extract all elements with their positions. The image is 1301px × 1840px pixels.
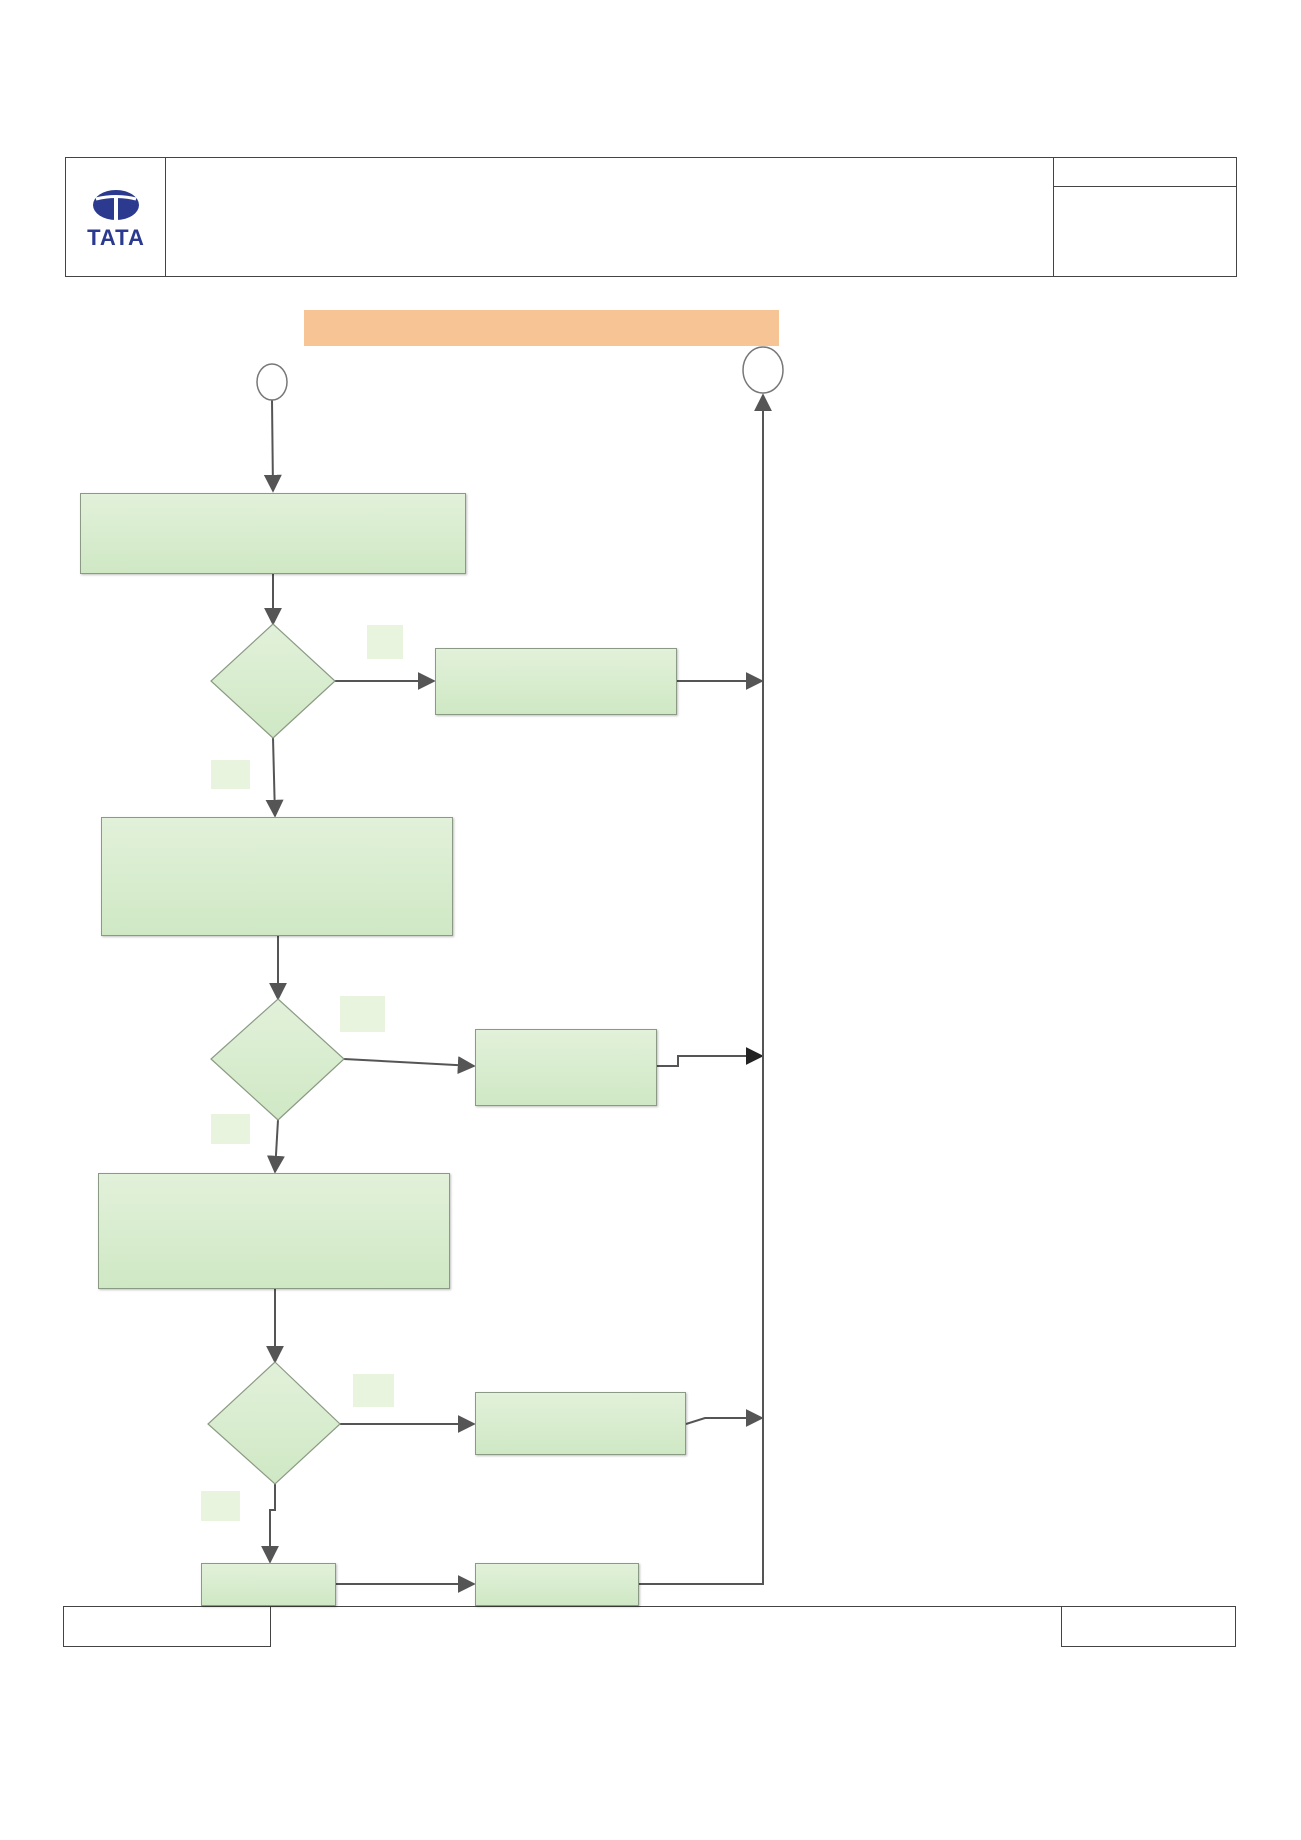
decision-diamond-1 xyxy=(210,623,336,739)
footer-line xyxy=(270,1606,1062,1607)
arrow-decision2-to-side2 xyxy=(343,1056,476,1075)
arrow-side3-to-spine xyxy=(685,1409,764,1427)
decision-diamond-2 xyxy=(210,998,345,1121)
tata-logo-icon xyxy=(93,190,139,220)
arrow-final2-to-end xyxy=(639,393,772,1585)
footer-left-cell xyxy=(63,1606,271,1647)
branch-tag-decision3-right xyxy=(353,1374,394,1407)
branch-tag-decision1-down xyxy=(211,760,250,789)
start-terminal xyxy=(256,363,288,401)
branch-tag-decision3-down xyxy=(201,1491,240,1521)
arrow-decision3-to-final1 xyxy=(261,1484,279,1564)
arrow-side2-to-spine xyxy=(656,1047,764,1067)
title-banner xyxy=(304,310,779,346)
header-meta-cell-top xyxy=(1054,158,1236,187)
process-box-3 xyxy=(98,1173,450,1289)
header-frame: TATA xyxy=(65,157,1237,277)
logo-wordmark: TATA xyxy=(87,225,145,250)
process-box-1 xyxy=(80,493,466,574)
header-logo-cell: TATA xyxy=(66,158,166,276)
branch-tag-decision1-right xyxy=(367,625,403,659)
end-terminal xyxy=(742,346,784,394)
header-title-cell xyxy=(166,158,1054,276)
side-process-box-2 xyxy=(475,1029,657,1106)
side-process-box-3 xyxy=(475,1392,686,1455)
final-process-box-1 xyxy=(201,1563,336,1606)
final-process-box-2 xyxy=(475,1563,639,1606)
decision-diamond-3 xyxy=(207,1361,341,1485)
process-box-2 xyxy=(101,817,453,936)
footer-right-cell xyxy=(1061,1606,1236,1647)
arrow-decision1-to-process2 xyxy=(265,737,284,818)
branch-tag-decision2-down xyxy=(211,1114,250,1144)
arrow-start-to-process1 xyxy=(263,399,282,493)
branch-tag-decision2-right xyxy=(340,996,385,1032)
arrow-decision2-to-process3 xyxy=(266,1119,285,1174)
side-process-box-1 xyxy=(435,648,677,715)
